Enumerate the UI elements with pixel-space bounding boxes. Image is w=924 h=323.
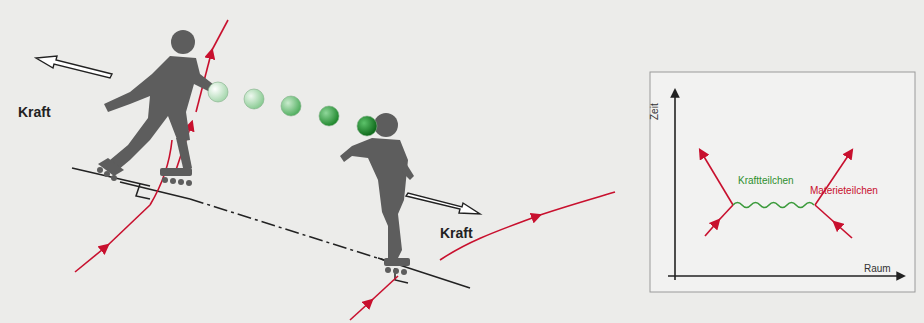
force-label: Kraft bbox=[18, 105, 51, 119]
skater-right bbox=[340, 113, 414, 275]
axis-label: Raum bbox=[864, 264, 891, 274]
force-arrow bbox=[36, 56, 480, 214]
inset-panel bbox=[650, 72, 915, 292]
world-line bbox=[75, 20, 615, 320]
matter-particle-label: Materieteilchen bbox=[810, 186, 878, 196]
skater-left bbox=[97, 30, 218, 186]
force-particle-label: Kraftteilchen bbox=[738, 176, 794, 186]
ground-line bbox=[72, 168, 470, 288]
force-label: Kraft bbox=[440, 226, 473, 240]
exchange-ball bbox=[208, 82, 377, 136]
axis-label: Zeit bbox=[650, 103, 660, 120]
